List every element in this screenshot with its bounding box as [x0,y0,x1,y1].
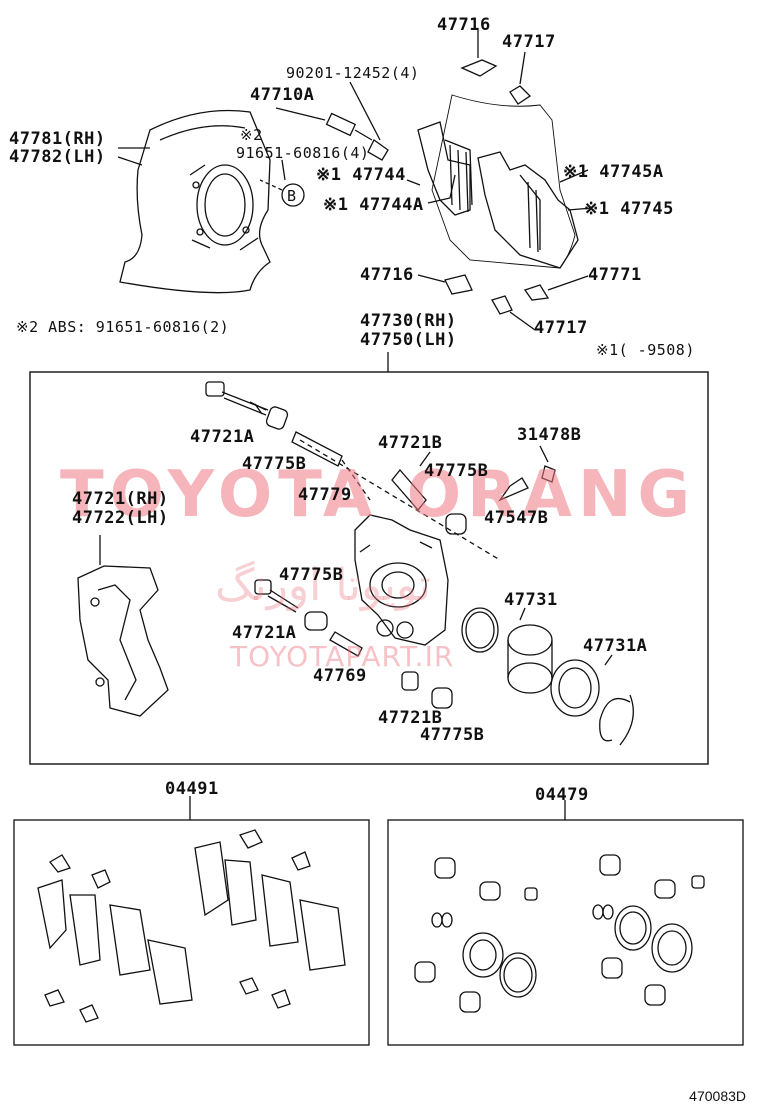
part-label: 47769 [313,666,367,686]
part-label: 47716 [437,15,491,35]
part-label: ※1 47745 [584,199,674,219]
watermark-farsi: تویوتا اورنگ [215,560,431,611]
part-label: ※1 47744 [316,165,406,185]
part-label: 47717 [502,32,556,52]
part-label: 47716 [360,265,414,285]
part-label: 47722(LH) [72,508,169,528]
date-note: ※1( -9508) [596,341,695,359]
bolt-47710a [325,112,373,141]
brake-pad-inner [417,121,473,216]
torque-plate [77,565,169,717]
part-label: 47717 [534,318,588,338]
part-label: 47721A [232,623,297,643]
shim-clips-top [444,59,550,315]
part-label: 47781(RH) [9,129,106,149]
part-label: 47771 [588,265,642,285]
piston [507,624,553,694]
dust-cover-shape [119,109,271,294]
part-label: 47750(LH) [360,330,457,350]
part-label: 47775B [279,565,344,585]
part-label: 47730(RH) [360,311,457,331]
part-label: 90201-12452(4) [286,64,420,82]
callout-b: B [287,187,297,205]
part-label: 47721(RH) [72,489,169,509]
abs-note: ※2 ABS: 91651-60816(2) [16,318,230,336]
kit-label: 04479 [535,785,589,805]
watermark-url: TOYOTAPART.IR [230,640,455,673]
watermark-brand: TOYOTA ORANG [59,458,697,532]
part-label: 47721B [378,708,443,728]
kit-04491-pads [37,829,346,1023]
part-label: 91651-60816(4) [236,144,370,162]
note-mark: ※2 [240,126,263,144]
part-label: 47710A [250,85,315,105]
part-label: 47721A [190,427,255,447]
part-label: 47775B [242,454,307,474]
part-label: 47775B [420,725,485,745]
caliper-body [354,514,449,646]
part-label: 47721B [378,433,443,453]
part-label: 47782(LH) [9,147,106,167]
bolt-47721a [205,381,269,416]
part-label: 31478B [517,425,582,445]
part-label: 47779 [298,485,352,505]
diagram-reference-code: 470083D [689,1088,746,1104]
part-label: ※1 47744A [323,195,424,215]
part-label: 47731 [504,590,558,610]
part-label: 47775B [424,461,489,481]
kit-04479-seals [414,854,705,1013]
part-label: 47547B [484,508,549,528]
part-label: 47731A [583,636,648,656]
kit-label: 04491 [165,779,219,799]
part-label: ※1 47745A [563,162,664,182]
